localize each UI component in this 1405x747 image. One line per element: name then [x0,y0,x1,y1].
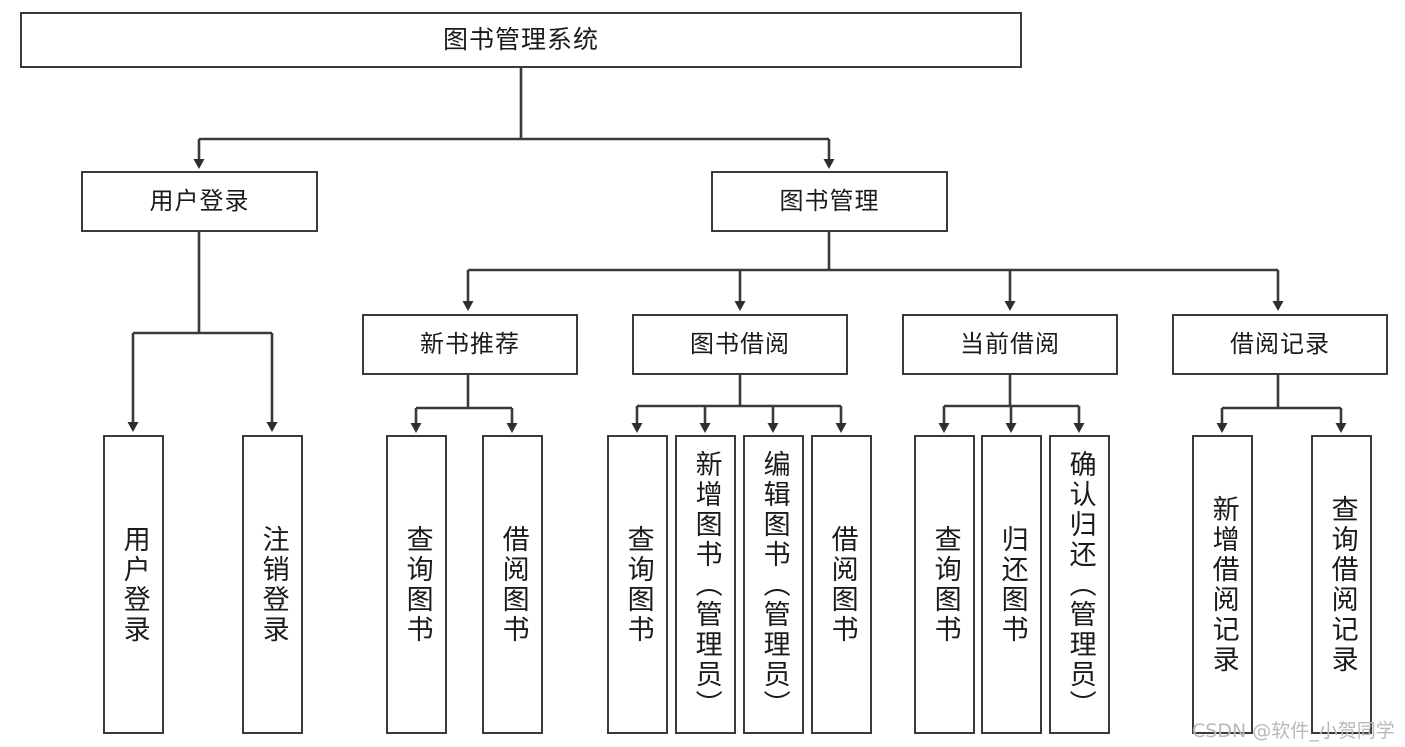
node-leaf-logout[interactable]: 注销登录 [242,435,303,734]
node-user-login[interactable]: 用户登录 [81,171,318,232]
node-label: 当前借阅 [960,329,1060,358]
node-label: 借阅图书 [497,524,529,645]
node-leaf-add-book[interactable]: 新增图书（管理员） [675,435,736,734]
node-label: 新书推荐 [420,329,520,358]
node-leaf-query-record[interactable]: 查询借阅记录 [1311,435,1372,734]
node-leaf-confirm-return[interactable]: 确认归还（管理员） [1049,435,1110,734]
node-leaf-query-book-3[interactable]: 查询图书 [914,435,975,734]
node-label: 图书管理系统 [442,24,599,54]
node-book-manage[interactable]: 图书管理 [711,171,948,232]
node-borrow-record[interactable]: 借阅记录 [1172,314,1388,375]
node-label: 新增图书（管理员） [690,449,722,720]
node-label: 图书管理 [779,186,880,215]
node-label: 注销登录 [257,524,289,645]
node-leaf-add-record[interactable]: 新增借阅记录 [1192,435,1253,734]
node-current-borrow[interactable]: 当前借阅 [902,314,1118,375]
node-label: 归还图书 [996,524,1028,645]
node-root-system[interactable]: 图书管理系统 [20,12,1022,68]
node-leaf-query-book-1[interactable]: 查询图书 [386,435,447,734]
node-leaf-user-login[interactable]: 用户登录 [103,435,164,734]
node-leaf-return-book[interactable]: 归还图书 [981,435,1042,734]
node-label: 查询图书 [401,524,433,645]
node-label: 图书借阅 [690,329,790,358]
node-label: 用户登录 [118,524,150,645]
node-label: 查询借阅记录 [1326,494,1358,675]
node-label: 借阅记录 [1230,329,1330,358]
node-label: 编辑图书（管理员） [758,449,790,720]
node-book-borrow[interactable]: 图书借阅 [632,314,848,375]
node-label: 确认归还（管理员） [1064,449,1096,720]
node-label: 查询图书 [929,524,961,645]
node-label: 查询图书 [622,524,654,645]
csdn-watermark: CSDN @软件_小贺同学 [1192,720,1395,742]
node-label: 借阅图书 [826,524,858,645]
node-label: 用户登录 [149,186,250,215]
node-leaf-edit-book[interactable]: 编辑图书（管理员） [743,435,804,734]
node-leaf-borrow-book-2[interactable]: 借阅图书 [811,435,872,734]
node-leaf-query-book-2[interactable]: 查询图书 [607,435,668,734]
node-label: 新增借阅记录 [1207,494,1239,675]
node-new-book-recommend[interactable]: 新书推荐 [362,314,578,375]
node-leaf-borrow-book-1[interactable]: 借阅图书 [482,435,543,734]
